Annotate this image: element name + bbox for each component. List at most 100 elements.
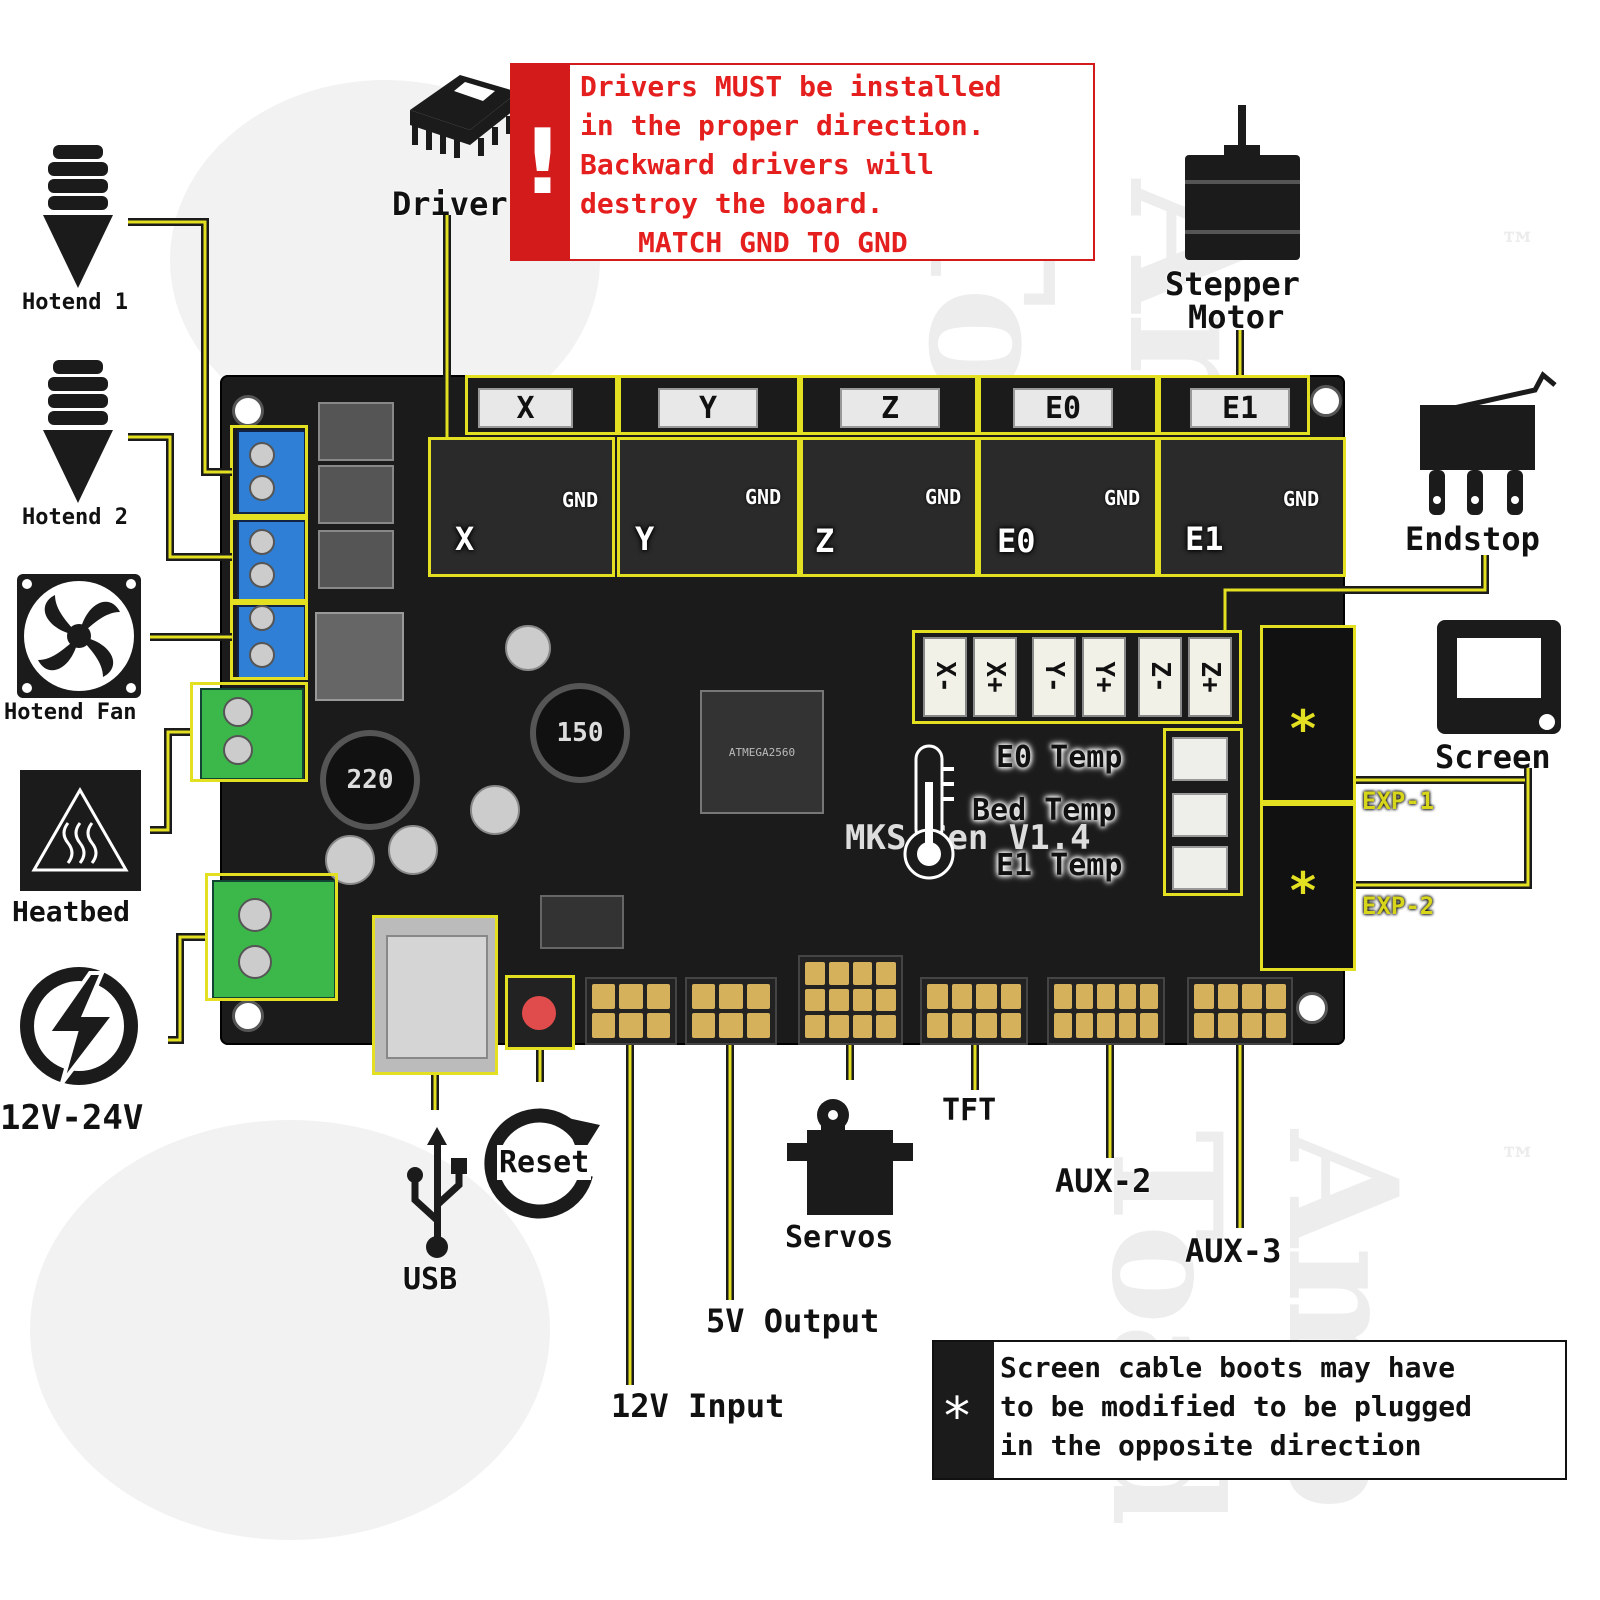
driver-socket-z — [800, 437, 978, 577]
gnd-label-e1: GND — [1283, 487, 1320, 511]
heatbed-icon — [20, 770, 141, 891]
watermark-blob-2 — [30, 1120, 550, 1540]
mosfet — [315, 612, 404, 701]
driver-socket-x — [428, 437, 615, 577]
aux3-header — [1187, 977, 1293, 1045]
motor-connectors-divider — [797, 375, 803, 435]
servos-header — [798, 955, 903, 1045]
endstop-label: Endstop — [1405, 520, 1540, 558]
mosfet — [318, 465, 394, 524]
hotend1-label: Hotend 1 — [22, 290, 128, 315]
hotend-fan-label: Hotend Fan — [4, 700, 137, 725]
mosfet — [318, 402, 394, 461]
lightning-bolt-icon — [20, 967, 138, 1085]
driver-label-y: Y — [635, 520, 655, 558]
thermometer-icon — [903, 744, 955, 880]
temp-label-e1: E1 Temp — [996, 848, 1123, 883]
mounting-hole — [1310, 385, 1342, 417]
tft-header — [920, 977, 1028, 1045]
endstop-switch-icon — [1420, 371, 1557, 515]
warning-line-1: Drivers MUST be installed — [580, 70, 1002, 103]
endstop-connector-z-plus: Z+ — [1188, 637, 1232, 717]
inductor-150: 150 — [530, 683, 630, 783]
temp-label-e0: E0 Temp — [996, 740, 1123, 775]
aux2-label: AUX-2 — [1055, 1162, 1152, 1200]
aux2-header — [1047, 977, 1165, 1045]
note-strip — [934, 1342, 994, 1478]
hotend-nozzle-icon — [43, 145, 113, 288]
warning-icon: ! — [522, 110, 564, 215]
hotend-nozzle-icon — [43, 360, 113, 503]
motor-connector-y: Y — [658, 388, 758, 428]
watermark-tm-1: ™ — [1500, 225, 1536, 267]
thermistor-connector-bed — [1172, 793, 1228, 837]
screen-display-icon — [1437, 620, 1561, 734]
temp-label-bed: Bed Temp — [972, 793, 1117, 828]
atmega-chip: ATMEGA2560 — [700, 690, 824, 814]
endstop-connector-y-plus: Y+ — [1082, 637, 1126, 717]
hotend2-label: Hotend 2 — [22, 505, 128, 530]
thermistor-connector-e1 — [1172, 846, 1228, 890]
driver-chip-icon — [410, 75, 518, 158]
note-line-3: in the opposite direction — [1000, 1429, 1422, 1462]
note-line-1: Screen cable boots may have — [1000, 1351, 1456, 1384]
capacitor — [388, 825, 438, 875]
heatbed-terminal — [200, 688, 304, 780]
motor-connectors-divider — [975, 375, 981, 435]
motor-connector-e1: E1 — [1190, 388, 1290, 428]
usb-symbol-icon — [407, 1127, 467, 1258]
motor-connector-x: X — [478, 388, 573, 428]
heatbed-label: Heatbed — [12, 895, 131, 928]
mounting-hole — [232, 1000, 264, 1032]
warning-line-3: Backward drivers will — [580, 148, 935, 181]
stepper-motor-icon — [1185, 105, 1300, 260]
stepper-motor-label-2: Motor — [1188, 298, 1285, 336]
note-line-2: to be modified to be plugged — [1000, 1390, 1473, 1423]
usb-port-inner — [386, 935, 488, 1059]
exp2-label: EXP-2 — [1362, 892, 1435, 920]
warning-line-4: destroy the board. — [580, 187, 884, 220]
exp1-label: EXP-1 — [1362, 787, 1435, 815]
driver-socket-e0 — [978, 437, 1158, 577]
asterisk-icon: * — [944, 1387, 970, 1447]
tft-label: TFT — [942, 1093, 997, 1128]
heatbed-terminal-highlight — [190, 682, 308, 782]
fan-icon — [17, 574, 141, 698]
motor-connectors-highlight — [465, 375, 1310, 435]
warning-strip — [512, 65, 570, 259]
warning-line-2: in the proper direction. — [580, 109, 985, 142]
capacitor — [470, 785, 520, 835]
mosfet — [318, 530, 394, 589]
watermark-tm-2: ™ — [1500, 1140, 1536, 1182]
hotend1-terminal-highlight — [230, 425, 308, 517]
driver-label-e0: E0 — [997, 522, 1036, 560]
driver-label-z: Z — [815, 522, 835, 560]
aux3-label: AUX-3 — [1185, 1232, 1282, 1270]
output-5v-header — [685, 977, 777, 1045]
output-5v-label: 5V Output — [706, 1302, 880, 1340]
note-text: Screen cable boots may have to be modifi… — [1000, 1348, 1557, 1465]
exp2-star: * — [1288, 862, 1319, 920]
gnd-label-z: GND — [925, 485, 962, 509]
exp1-header — [1260, 625, 1356, 803]
usb-label: USB — [403, 1262, 458, 1297]
board-name: MKS Gen V1.4 — [845, 818, 1091, 858]
stepper-motor-label-1: Stepper — [1165, 265, 1300, 303]
endstop-highlight — [912, 630, 1242, 724]
exp2-header — [1260, 803, 1356, 971]
motor-connector-e0: E0 — [1013, 388, 1113, 428]
motor-connectors-divider — [1155, 375, 1161, 435]
endstop-connector-z-minus: Z- — [1138, 637, 1182, 717]
screen-label: Screen — [1435, 738, 1551, 776]
screen-cable-note: * Screen cable boots may have to be modi… — [932, 1340, 1567, 1480]
input-12v-header — [585, 977, 677, 1045]
servo-motor-icon — [787, 1099, 913, 1215]
hotend2-terminal-highlight — [230, 517, 308, 602]
warning-text: Drivers MUST be installed in the proper … — [580, 67, 1089, 262]
gnd-label-e0: GND — [1104, 486, 1141, 510]
mounting-hole — [232, 395, 264, 427]
inductor-220: 220 — [320, 730, 420, 830]
warning-line-5: MATCH GND TO GND — [638, 226, 908, 259]
endstop-connector-x-plus: X+ — [973, 637, 1017, 717]
